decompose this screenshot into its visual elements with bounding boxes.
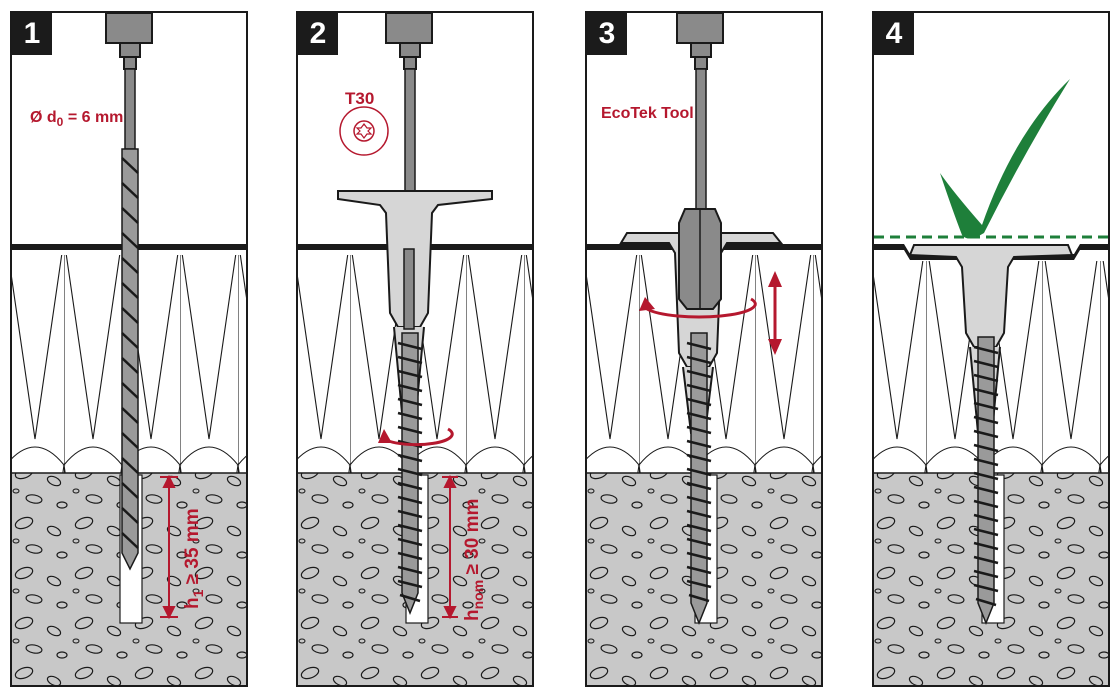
step-number-1: 1: [12, 13, 52, 55]
anchor-depth-label: hnom ≥ 30 mm: [462, 499, 486, 621]
torx-t30-icon: [339, 106, 389, 156]
depth-arrow-icon: [160, 474, 178, 620]
rotation-arrow-icon: [378, 427, 454, 447]
anchor-depth-value: ≥ 30 mm: [462, 498, 483, 575]
step-3-illustration: [587, 13, 821, 685]
drill-diameter-subscript: 0: [56, 115, 64, 130]
step-1-illustration: [12, 13, 246, 685]
drill-diameter-symbol: Ø d: [30, 109, 57, 126]
drill-depth-symbol: h: [182, 597, 203, 609]
vertical-double-arrow-icon: [768, 271, 782, 355]
drill-diameter-label: Ø d0 = 6 mm: [30, 109, 123, 129]
anchor-depth-symbol: h: [462, 609, 483, 621]
step-panel-1: 1: [10, 11, 248, 687]
bit-size-label: T30: [345, 89, 375, 108]
step-number-2: 2: [298, 13, 338, 55]
step-number-4: 4: [874, 13, 914, 55]
installed-fastener-icon: [908, 244, 1074, 626]
anchor-depth-subscript: nom: [469, 579, 486, 610]
drill-diameter-value: = 6 mm: [67, 109, 124, 126]
step-2-illustration: [298, 13, 532, 685]
anchor-depth-arrow-icon: [442, 474, 458, 620]
step-4-illustration: [874, 79, 1108, 685]
drill-depth-label: h1 ≥ 35 mm: [182, 508, 206, 609]
screw-icon: [397, 248, 423, 616]
checkmark-icon: [940, 79, 1070, 239]
step-number-3: 3: [587, 13, 627, 55]
drill-bit-icon: [121, 68, 139, 571]
step-panel-2: 2: [296, 11, 534, 687]
drill-chuck-icon: [105, 13, 153, 70]
step-panel-3: 3 EcoTek Tool: [585, 11, 823, 687]
drill-depth-value: ≥ 35 mm: [182, 508, 203, 585]
rotation-arrow-icon: [639, 297, 757, 319]
drill-depth-subscript: 1: [189, 589, 206, 598]
tool-name-label: EcoTek Tool: [601, 105, 694, 122]
step-panel-4: 4: [872, 11, 1110, 687]
setting-tool-icon: [678, 208, 722, 310]
